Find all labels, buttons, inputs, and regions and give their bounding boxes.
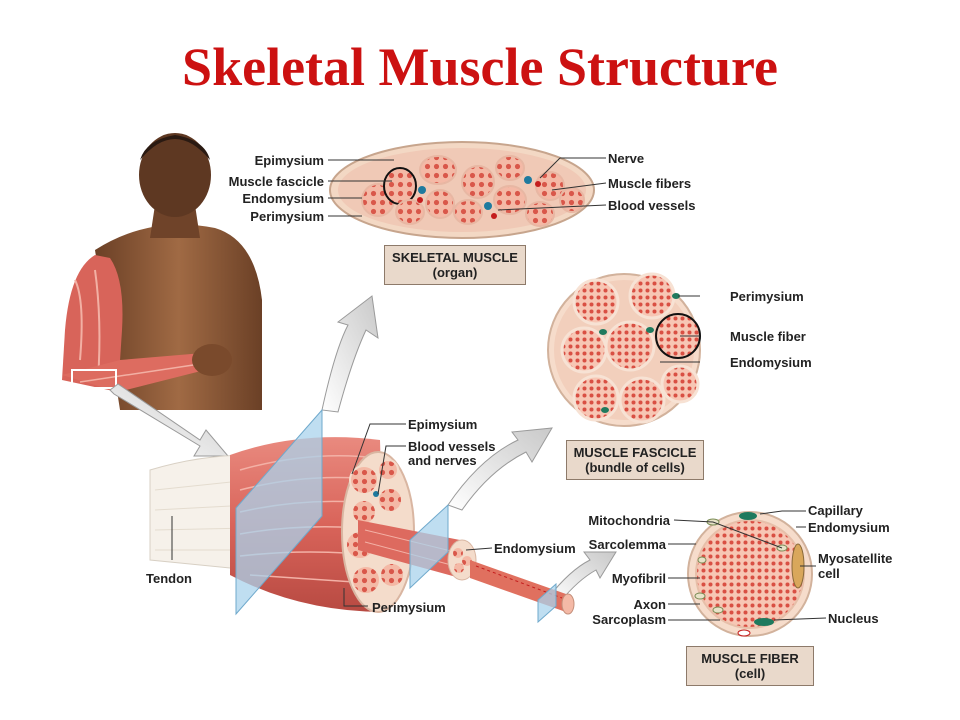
label-organ-muscle-fibers: Muscle fibers: [608, 176, 692, 191]
leader-lines: [171, 157, 827, 621]
section-planes: [235, 408, 557, 624]
label-organ-nerve: Nerve: [608, 151, 645, 166]
caption-muscle-fiber-title: MUSCLE FIBER: [701, 651, 799, 666]
label-muscle-endomysium: Endomysium: [494, 541, 576, 556]
label-fascicle-endomysium: Endomysium: [730, 355, 812, 370]
label-fiber-nucleus: Nucleus: [828, 611, 879, 626]
label-muscle-and-nerves: and nerves: [408, 453, 477, 468]
caption-muscle-fiber: MUSCLE FIBER (cell): [686, 646, 814, 686]
label-fiber-sarcoplasm: Sarcoplasm: [592, 612, 666, 627]
organ-cross-section: [329, 141, 595, 239]
caption-skeletal-muscle-title: SKELETAL MUSCLE: [392, 250, 518, 265]
label-tendon: Tendon: [146, 571, 192, 586]
label-fiber-mitochondria: Mitochondria: [588, 513, 670, 528]
caption-skeletal-muscle-subtitle: (organ): [432, 265, 478, 280]
label-fiber-capillary: Capillary: [808, 503, 863, 518]
label-fiber-myosatellite: Myosatellite: [818, 551, 893, 566]
caption-skeletal-muscle: SKELETAL MUSCLE (organ): [384, 245, 526, 285]
label-organ-blood-vessels: Blood vessels: [608, 198, 696, 213]
arm-highlight-box: [71, 369, 117, 389]
page-title: Skeletal Muscle Structure: [182, 37, 778, 97]
label-muscle-blood-vessels: Blood vessels: [408, 439, 496, 454]
label-fiber-axon: Axon: [633, 597, 667, 612]
label-organ-muscle-fascicle: Muscle fascicle: [228, 174, 324, 189]
label-muscle-perimysium: Perimysium: [372, 600, 446, 615]
label-fascicle-perimysium: Perimysium: [730, 289, 804, 304]
caption-muscle-fiber-subtitle: (cell): [734, 666, 766, 681]
fascicle-cross-section: [547, 272, 701, 427]
caption-muscle-fascicle-subtitle: (bundle of cells): [585, 460, 685, 475]
label-organ-epimysium: Epimysium: [254, 153, 324, 168]
human-figure: [62, 133, 262, 410]
label-organ-perimysium: Perimysium: [250, 209, 324, 224]
caption-muscle-fascicle: MUSCLE FASCICLE (bundle of cells): [566, 440, 704, 480]
caption-muscle-fascicle-title: MUSCLE FASCICLE: [573, 445, 697, 460]
zoom-arrows: [109, 295, 617, 603]
label-fiber-endomysium: Endomysium: [808, 520, 890, 535]
label-fiber-myofibril: Myofibril: [611, 571, 666, 586]
label-muscle-epimysium: Epimysium: [408, 417, 478, 432]
label-fiber-cell: cell: [818, 566, 840, 581]
label-fascicle-muscle-fiber: Muscle fiber: [730, 329, 806, 344]
muscle-bundle: [149, 437, 575, 615]
fiber-cross-section: [687, 511, 813, 637]
label-organ-endomysium: Endomysium: [242, 191, 324, 206]
label-fiber-sarcolemma: Sarcolemma: [588, 537, 666, 552]
